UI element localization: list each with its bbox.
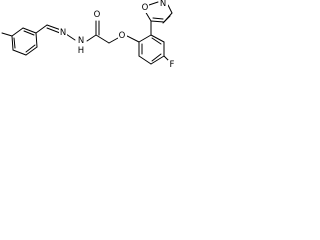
ring-bond (22, 27, 37, 34)
isoxazole-oxygen-label: O (142, 3, 149, 13)
benzyl-bond (35, 24, 48, 34)
isoxazole-nitrogen-label: N (160, 0, 166, 9)
ether-bond (108, 37, 119, 44)
ring-bond (150, 34, 165, 43)
fluorophenyl-ring (138, 34, 165, 65)
ring-inner-bond (151, 53, 162, 62)
hydrazine-bond (65, 33, 76, 41)
ring-inner-bond (162, 15, 171, 24)
tolyl-ring (11, 27, 38, 56)
ring-bond (25, 46, 38, 56)
ring-bond (138, 55, 152, 65)
amide-bond (86, 34, 97, 42)
imine-double-bond (46, 27, 61, 34)
ring-bond (167, 4, 173, 14)
molecule-svg: N N H O O O N F (1, 0, 176, 70)
structure-diagram: N N H O O O N F (0, 0, 226, 104)
ring-inner-bond (152, 17, 164, 20)
imine-double-bond (46, 24, 62, 31)
hydrazide-hydrogen-label: H (78, 46, 84, 56)
ether-bond (126, 35, 140, 43)
ring-bond (150, 55, 165, 65)
fluorine-label: F (170, 60, 175, 70)
ring-inner-bond (13, 37, 16, 49)
carbonyl-oxygen-label: O (94, 10, 101, 20)
hydrazide-nitrogen-label: N (78, 36, 84, 46)
ring-bond (150, 20, 165, 23)
ring-bond (148, 1, 159, 6)
ether-oxygen-label: O (119, 31, 126, 41)
ring-inner-bond (23, 30, 35, 36)
ring-bond (35, 32, 38, 48)
methyl-bond (1, 32, 13, 37)
ring-bond (12, 49, 27, 56)
imine-nitrogen-label: N (60, 28, 66, 38)
ring-bond (138, 34, 152, 43)
ring-inner-bond (25, 44, 36, 53)
ring-bond (11, 35, 14, 51)
ring-bond (11, 27, 24, 37)
methylene-bond (95, 34, 110, 44)
ring-inner-bond (151, 37, 162, 45)
